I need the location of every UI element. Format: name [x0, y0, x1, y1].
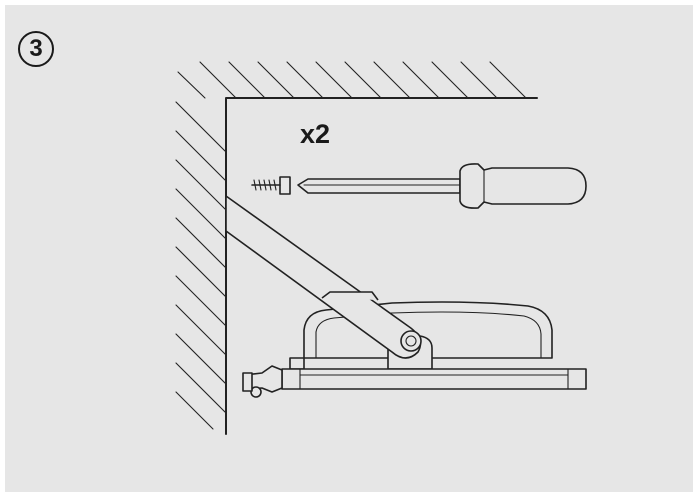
screwdriver-icon: [297, 163, 587, 209]
light-fixture-housing: [281, 301, 587, 390]
hinge-clip: [242, 365, 283, 398]
ceiling-hatching: [177, 61, 527, 99]
mounting-bracket-arm: [225, 195, 422, 359]
quantity-label: x2: [300, 119, 331, 149]
instruction-panel: [5, 5, 693, 492]
step-number-badge: 3: [18, 31, 54, 67]
wall-hatching: [175, 101, 226, 430]
screw-icon: [251, 176, 291, 195]
wall-corner: [225, 97, 538, 435]
